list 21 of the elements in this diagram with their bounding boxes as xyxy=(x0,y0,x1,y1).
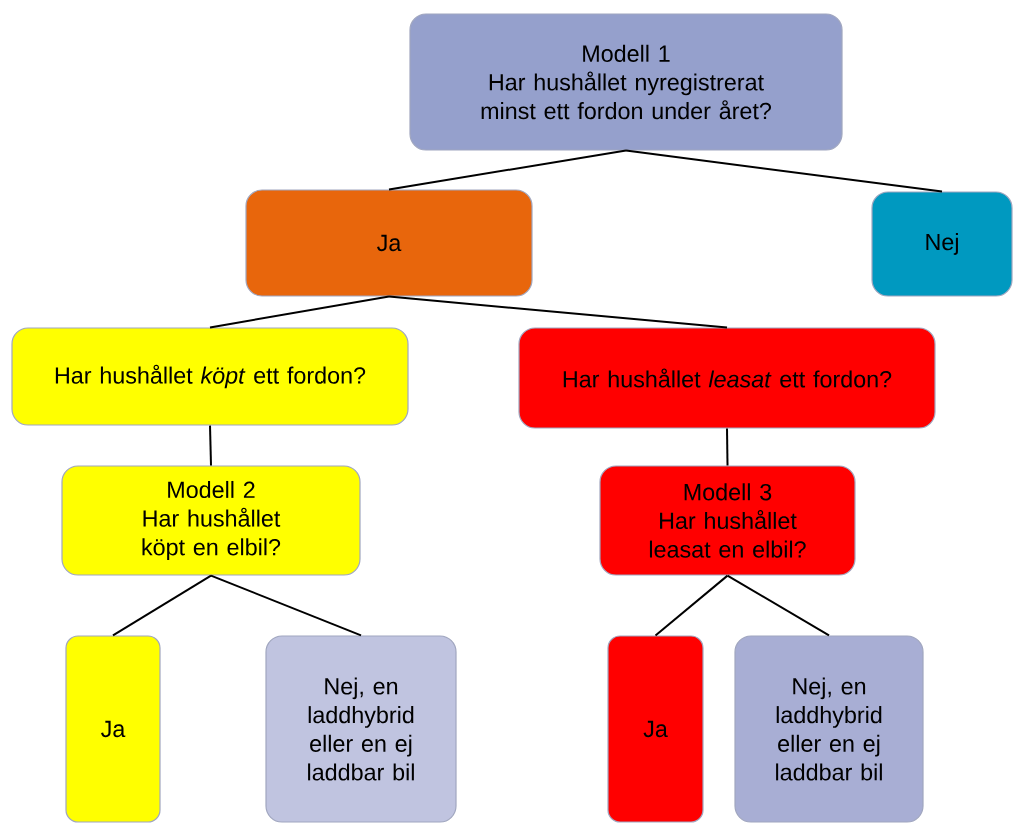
question-box: Modell 3 Har hushållet leasat en elbil? xyxy=(599,465,856,576)
answer-box: Nej, en laddhybrid eller en ej laddbar bil xyxy=(734,635,924,823)
connector-line xyxy=(388,149,627,191)
connector-line xyxy=(210,574,362,637)
connector-line xyxy=(209,295,390,329)
connector-line xyxy=(112,574,212,637)
question-box: Modell 2 Har hushållet köpt en elbil? xyxy=(61,465,361,576)
connector-line xyxy=(654,574,729,637)
connector-line xyxy=(726,427,729,467)
answer-box: Nej, en laddhybrid eller en ej laddbar bil xyxy=(265,635,457,823)
answer-box: Nej xyxy=(871,191,1013,297)
connector-line xyxy=(726,574,830,637)
connector-line xyxy=(388,295,728,329)
connector-line xyxy=(209,424,212,467)
question-box: Modell 1 Har hushållet nyregistrerat minst ett fordon under året? xyxy=(409,13,843,151)
answer-box: Ja xyxy=(607,635,704,823)
question-box: Har hushållet leasat ett fordon? xyxy=(518,327,936,429)
answer-box: Ja xyxy=(245,189,533,297)
answer-box: Ja xyxy=(65,635,161,823)
connector-line xyxy=(625,149,943,193)
question-box: Har hushållet köpt ett fordon? xyxy=(11,327,409,426)
